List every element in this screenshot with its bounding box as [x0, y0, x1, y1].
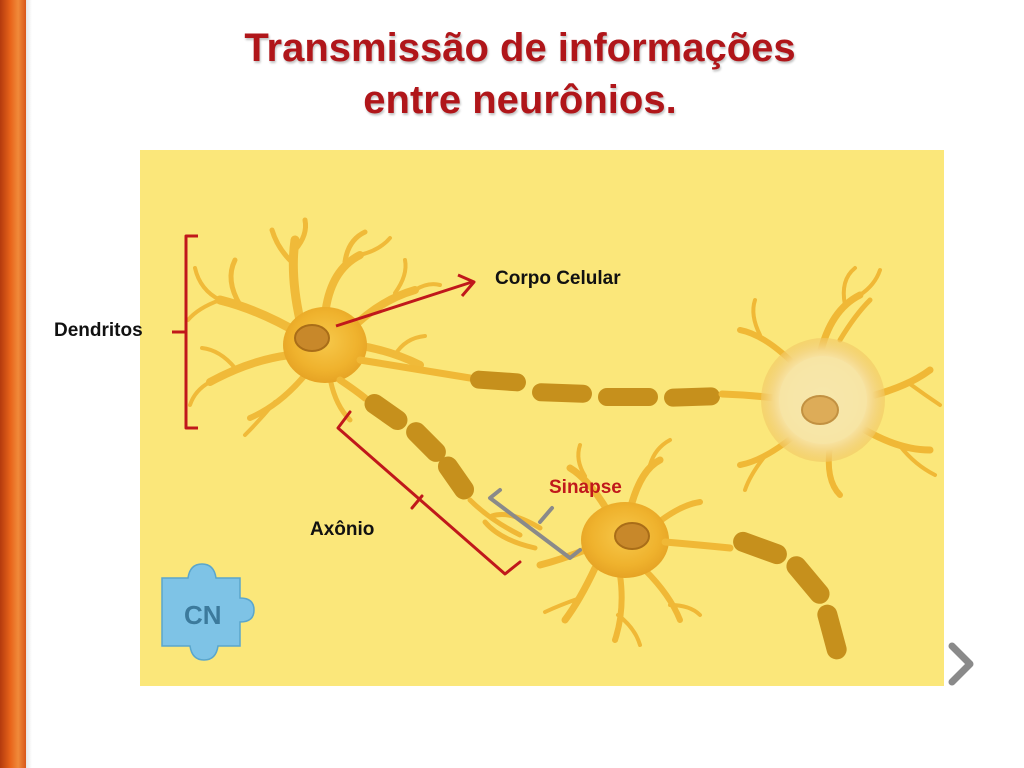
axonio-bracket [336, 410, 522, 576]
axon-neuron-3-myelin [733, 531, 847, 660]
neuron-3-nucleus [614, 522, 650, 550]
slide-title: Transmissão de informações entre neurôni… [120, 22, 920, 126]
axon-lower-connector [336, 376, 369, 402]
corpo-celular-arrow [335, 280, 473, 328]
neuron-1-nucleus [294, 324, 330, 352]
label-corpo-celular: Corpo Celular [495, 268, 621, 289]
neuron-diagram: Corpo Celular Sinapse Axônio CN [140, 150, 944, 686]
next-slide-button[interactable] [944, 640, 978, 688]
axon-upper-connector [356, 356, 474, 382]
chevron-right-icon [948, 642, 974, 686]
cn-puzzle-logo [161, 563, 255, 661]
label-dendritos: Dendritos [54, 320, 143, 341]
accent-sidebar-shadow [26, 0, 32, 768]
title-line-1: Transmissão de informações [244, 26, 796, 70]
neuron-2-nucleus [801, 395, 839, 425]
label-sinapse: Sinapse [549, 477, 622, 498]
title-line-2: entre neurônios. [363, 78, 677, 122]
axon-lower-myelin [364, 393, 475, 500]
cn-logo-text: CN [184, 600, 222, 630]
axon-upper-myelin [470, 370, 720, 407]
label-axonio: Axônio [310, 519, 375, 540]
dendritos-bracket [172, 234, 198, 430]
corpo-celular-arrowhead [457, 273, 476, 297]
accent-sidebar [0, 0, 26, 768]
diagram-illustration [161, 217, 942, 661]
axon-neuron-3-connector [661, 538, 734, 552]
sinapse-bracket [488, 488, 582, 560]
